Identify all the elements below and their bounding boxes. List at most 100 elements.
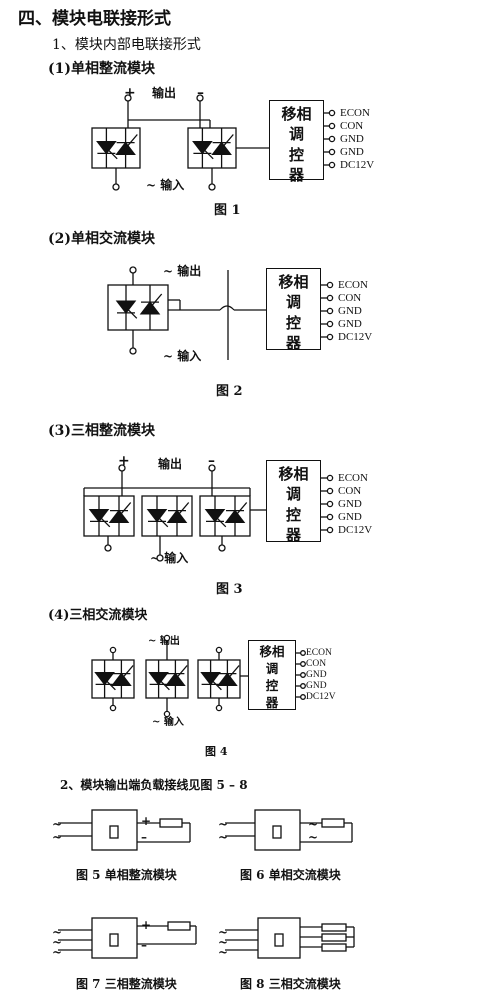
figure-caption-4: 图 4 (205, 745, 228, 758)
fig1-cell-right-frame (187, 127, 237, 169)
fig3-cell-2-thyristor-a (146, 509, 168, 523)
fig7-minus: – (141, 938, 147, 952)
fig4-pins-terminal-3 (300, 683, 306, 689)
fig4-cell-3-frame (197, 659, 241, 699)
fig4-pins-terminal-1 (300, 661, 306, 667)
fig6-module-window (272, 825, 282, 839)
pin-gnd1-fig1: GND (340, 133, 364, 145)
fig2-out-terminal (129, 266, 137, 274)
fig1-minus-label: – (197, 85, 204, 101)
fig3-cell-3-frame (199, 495, 251, 537)
pin-con-fig1: CON (340, 120, 364, 132)
fig1-pins-terminal-2 (328, 135, 336, 143)
fig5-plus: + (141, 814, 152, 828)
fig7-tilde-1: ~ (52, 925, 63, 939)
pin-con-fig3: CON (338, 485, 362, 497)
pin-con-fig2: CON (338, 292, 362, 304)
fig2-in-terminal (129, 347, 137, 355)
fig2-pins-terminal-2 (326, 307, 334, 315)
fig5-tilde-1: ~ (52, 817, 63, 831)
fig2-pins-terminal-4 (326, 333, 334, 341)
fig3-plus-terminal (118, 464, 126, 472)
fig4-cell-3-thyristor-a (200, 672, 221, 686)
fig1-minus-terminal (196, 94, 204, 102)
fig5-module-window (109, 825, 119, 839)
pin-dc12v-fig3: DC12V (338, 524, 373, 536)
fig3-pins-terminal-4 (326, 526, 334, 534)
pin-econ-fig2: ECON (338, 279, 368, 291)
fig1-input-label: ~ 输入 (146, 178, 185, 192)
pin-gnd2-fig3: GND (338, 511, 362, 523)
module-title-three-rectifier: (3)三相整流模块 (48, 423, 155, 439)
fig1-pins-terminal-0 (328, 109, 336, 117)
fig8-load-resistor-1 (321, 933, 347, 942)
fig4-cell-3-thyristor-b (217, 672, 238, 686)
fig1-cell-left-thyristor-a (96, 141, 117, 155)
fig4-in2-terminal (163, 710, 171, 718)
fig6-tilde-3: ~ (308, 817, 319, 831)
fig3-in2-terminal (156, 554, 164, 562)
fig1-in1-terminal (112, 183, 120, 191)
fig2-pins-terminal-0 (326, 281, 334, 289)
fig3-cell-2-thyristor-b (166, 509, 188, 523)
wiring-caption-7: 图 7 三相整流模块 (76, 977, 177, 991)
pin-gnd1-fig3: GND (338, 498, 362, 510)
fig4-out1-terminal (109, 646, 117, 654)
fig2-pins-terminal-3 (326, 320, 334, 328)
fig8-tilde-2: ~ (218, 935, 229, 949)
fig1-output-label: 输出 (152, 86, 177, 100)
fig3-cell-3-thyristor-a (204, 509, 226, 523)
fig1-cell-right-gate-b (222, 134, 234, 147)
fig1-pins-terminal-1 (328, 122, 336, 130)
fig1-cell-left-gate-a (107, 149, 118, 160)
fig2-cell-thyristor-a (115, 300, 137, 314)
pin-dc12v-fig1: DC12V (340, 159, 375, 171)
fig6-tilde-1: ~ (218, 817, 229, 831)
fig1-cell-left-thyristor-b (115, 141, 136, 155)
fig5-load-resistor (159, 818, 183, 828)
pin-gnd2-fig4: GND (306, 681, 327, 691)
fig1-cell-right-thyristor-a (192, 141, 213, 155)
fig4-pins-terminal-0 (300, 650, 306, 656)
phase-controller-fig3: 移相调控器 (266, 460, 321, 544)
fig2-cell-frame (107, 284, 169, 331)
fig7-plus: + (141, 918, 152, 932)
fig2-input-label: ~ 输入 (163, 349, 202, 363)
fig4-cell-2-gate-a (159, 680, 170, 691)
fig5-minus: – (141, 830, 147, 844)
pin-con-fig4: CON (306, 659, 327, 669)
fig3-output-label: 输出 (158, 457, 183, 471)
fig3-pins-terminal-1 (326, 487, 334, 495)
fig3-minus-terminal (208, 464, 216, 472)
figure-caption-3: 图 3 (216, 582, 243, 597)
subheading-load-wiring: 2、模块输出端负载接线见图 5 – 8 (60, 778, 248, 792)
fig4-in3-terminal (215, 704, 223, 712)
pin-gnd1-fig4: GND (306, 670, 327, 680)
fig4-cell-3-gate-a (211, 680, 222, 691)
fig8-module (257, 917, 301, 959)
phase-controller-fig2: 移相调控器 (266, 268, 321, 352)
fig3-cell-2-gate-b (178, 502, 190, 515)
fig1-pins-terminal-3 (328, 148, 336, 156)
figure-caption-2: 图 2 (216, 384, 243, 399)
fig1-cell-right-thyristor-b (211, 141, 232, 155)
phase-controller-fig4: 移相调控器 (248, 640, 296, 710)
fig4-input-label: ~ 输入 (152, 717, 184, 728)
fig8-tilde-1: ~ (218, 925, 229, 939)
fig3-pins-terminal-0 (326, 474, 334, 482)
fig4-cell-1-gate-b (122, 665, 134, 678)
fig4-pins-terminal-2 (300, 672, 306, 678)
fig1-cell-left-gate-b (126, 134, 138, 147)
fig3-cell-3-thyristor-b (224, 509, 246, 523)
fig2-output-label: ~ 输出 (163, 264, 202, 278)
fig3-cell-2-gate-a (158, 517, 169, 528)
fig2-crossover (219, 305, 235, 311)
fig3-cell-1-frame (83, 495, 135, 537)
figure-caption-1: 图 1 (214, 203, 241, 218)
fig2-cell-gate-b (151, 293, 163, 307)
module-title-single-rectifier: (1)单相整流模块 (48, 61, 155, 77)
fig2-cell-gate-a (127, 308, 138, 319)
fig3-cell-2-frame (141, 495, 193, 537)
fig3-in1-terminal (104, 544, 112, 552)
fig4-cell-2-thyristor-b (165, 672, 186, 686)
